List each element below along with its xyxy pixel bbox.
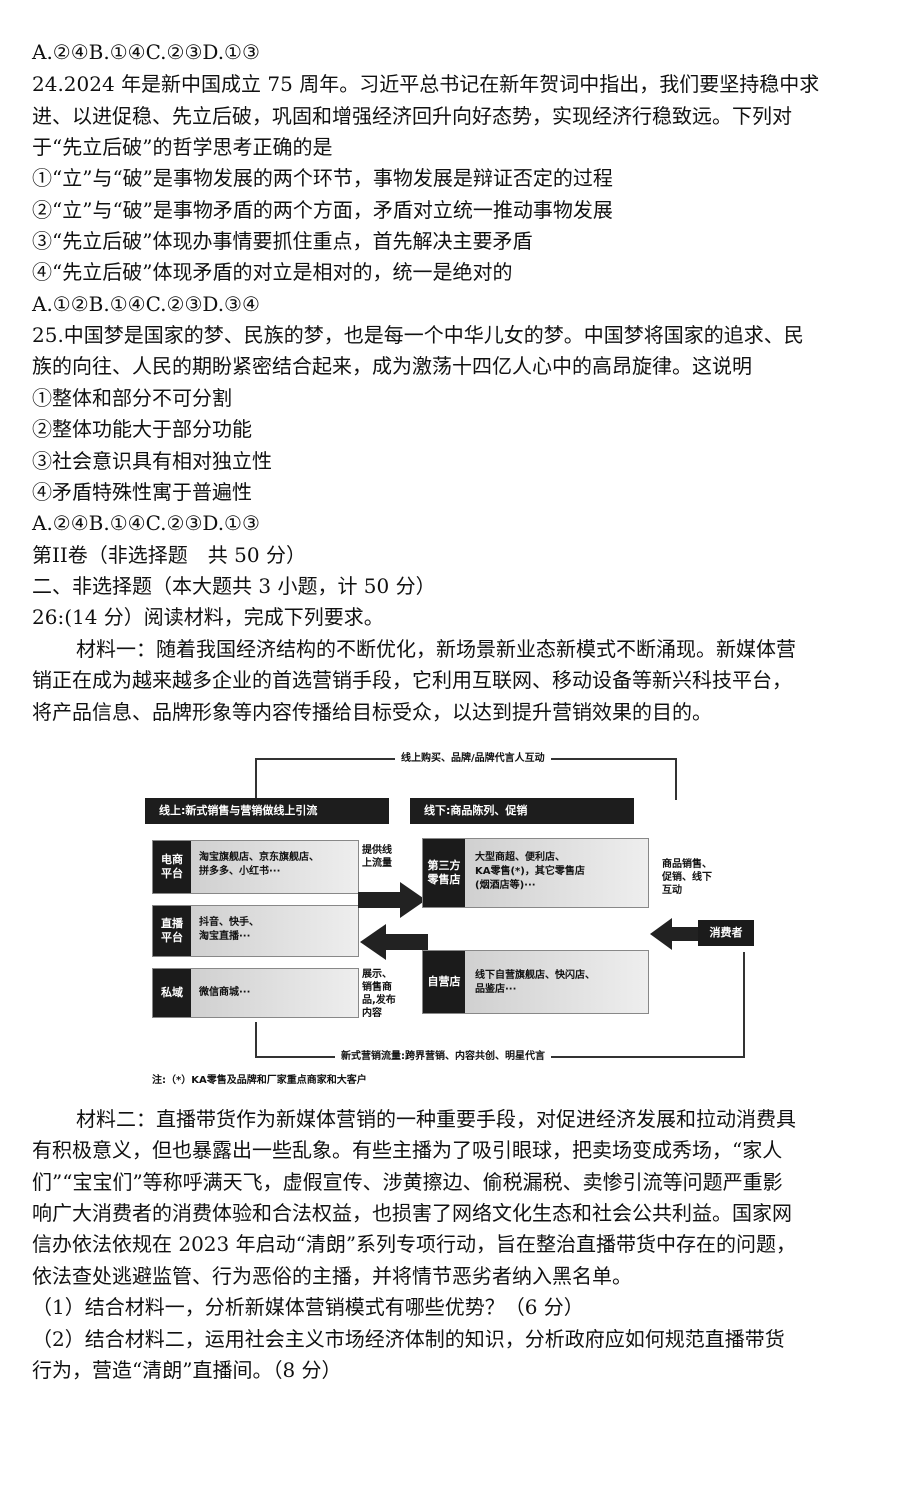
left-arrow-icon — [360, 924, 428, 960]
ecommerce-platform-text: 淘宝旗舰店、京东旗舰店、 拼多多、小红书··· — [199, 852, 319, 877]
question-24-option: ①“立”与“破”是事物发展的两个环节，事物发展是辩证否定的过程 — [32, 166, 613, 190]
question-24-text: 于“先立后破”的哲学思考正确的是 — [32, 135, 333, 159]
private-domain-label: 私域 — [153, 969, 191, 1017]
question-25-option: ①整体和部分不可分割 — [32, 386, 232, 410]
answer-options-25: A.②④B.①④C.②③D.①③ — [32, 511, 260, 535]
sales-promo-label: 商品销售、 促销、线下 互动 — [662, 859, 712, 896]
consumer-arrow-icon — [650, 918, 708, 950]
answer-options-24: A.①②B.①④C.②③D.③④ — [32, 292, 260, 316]
traffic-label: 提供线 上流量 — [362, 845, 392, 869]
material-2-text: 响广大消费者的消费体验和合法权益，也损害了网络文化生态和社会公共利益。国家网 — [32, 1201, 792, 1225]
ecommerce-platform-label: 电商 平台 — [153, 841, 191, 893]
material-1-text: 材料一：随着我国经济结构的不断优化，新场景新业态新模式不断涌现。新媒体营 — [76, 637, 796, 661]
material-1-text: 销正在成为越来越多企业的首选营销手段，它利用互联网、移动设备等新兴科技平台， — [32, 668, 792, 692]
question-24-option: ③“先立后破”体现办事情要抓住重点，首先解决主要矛盾 — [32, 229, 533, 253]
top-loop-label: 线上购买、品牌/品牌代言人互动 — [395, 752, 551, 765]
question-25-text: 族的向往、人民的期盼紧密结合起来，成为激荡十四亿人心中的高昂旋律。这说明 — [32, 354, 752, 378]
material-2-text: 有积极意义，但也暴露出一些乱象。有些主播为了吸引眼球，把卖场变成秀场，“家人 — [32, 1138, 783, 1162]
self-operated-store-label: 自营店 — [423, 951, 465, 1013]
consumer-label: 消费者 — [698, 920, 754, 946]
section-heading: 二、非选择题（本大题共 3 小题，计 50 分） — [32, 574, 436, 598]
answer-options-23: A.②④B.①④C.②③D.①③ — [32, 40, 260, 64]
question-24-text: 进、以进促稳、先立后破，巩固和增强经济回升向好态势，实现经济行稳致远。下列对 — [32, 104, 792, 128]
material-2-text: 依法查处逃避监管、行为恶俗的主播，并将情节恶劣者纳入黑名单。 — [32, 1264, 632, 1288]
self-operated-store-box: 自营店 线下自营旗舰店、快闪店、 品鉴店··· — [422, 950, 649, 1014]
question-24-option: ②“立”与“破”是事物矛盾的两个方面，矛盾对立统一推动事物发展 — [32, 198, 613, 222]
diagram-note: 注:（*）KA零售及品牌和厂家重点商家和大客户 — [152, 1075, 367, 1086]
question-26-heading: 26:(14 分）阅读材料，完成下列要求。 — [32, 605, 384, 629]
private-domain-box: 私域 微信商城··· — [152, 968, 359, 1018]
offline-header: 线下:商品陈列、促销 — [410, 798, 634, 824]
bottom-loop-line — [255, 1022, 257, 1058]
material-2-text: 们”“宝宝们”等称呼满天飞，虚假宣传、涉黄擦边、偷税漏税、卖惨引流等问题严重影 — [32, 1170, 783, 1194]
third-party-retail-box: 第三方 零售店 大型商超、便利店、 KA零售(*)，其它零售店 (烟酒店等)··… — [422, 838, 649, 908]
top-loop-line — [255, 758, 257, 800]
top-loop-line — [675, 758, 677, 800]
bottom-loop-line — [743, 952, 745, 1058]
question-24-option: ④“先立后破”体现矛盾的对立是相对的，统一是绝对的 — [32, 260, 513, 284]
livestream-platform-label: 直播 平台 — [153, 906, 191, 956]
question-25-text: 25.中国梦是国家的梦、民族的梦，也是每一个中华儿女的梦。中国梦将国家的追求、民 — [32, 323, 804, 347]
marketing-flow-diagram: 线上购买、品牌/品牌代言人互动 线上:新式销售与营销做线上引流 线下:商品陈列、… — [140, 740, 760, 1090]
right-arrow-icon — [358, 882, 426, 918]
sub-question-2: （2）结合材料二，运用社会主义市场经济体制的知识，分析政府应如何规范直播带货 — [32, 1327, 785, 1351]
livestream-platform-box: 直播 平台 抖音、快手、 淘宝直播··· — [152, 905, 359, 957]
third-party-retail-label: 第三方 零售店 — [423, 839, 465, 907]
livestream-platform-text: 抖音、快手、 淘宝直播··· — [199, 917, 259, 942]
material-2-text: 信办依法依规在 2023 年启动“清朗”系列专项行动，旨在整治直播带货中存在的问… — [32, 1232, 797, 1256]
question-25-option: ②整体功能大于部分功能 — [32, 417, 252, 441]
material-1-text: 将产品信息、品牌形象等内容传播给目标受众，以达到提升营销效果的目的。 — [32, 700, 712, 724]
question-24-text: 24.2024 年是新中国成立 75 周年。习近平总书记在新年贺词中指出，我们要… — [32, 72, 820, 96]
sub-question-1: （1）结合材料一，分析新媒体营销模式有哪些优势？（6 分） — [32, 1295, 584, 1319]
section-heading: 第II卷（非选择题 共 50 分） — [32, 543, 306, 567]
private-domain-text: 微信商城··· — [199, 987, 251, 998]
self-operated-store-text: 线下自营旗舰店、快闪店、 品鉴店··· — [475, 970, 595, 995]
bottom-loop-label: 新式营销流量:跨界营销、内容共创、明星代言 — [335, 1050, 551, 1063]
question-25-option: ④矛盾特殊性寓于普遍性 — [32, 480, 252, 504]
ecommerce-platform-box: 电商 平台 淘宝旗舰店、京东旗舰店、 拼多多、小红书··· — [152, 840, 359, 894]
question-25-option: ③社会意识具有相对独立性 — [32, 449, 272, 473]
display-sell-label: 展示、 销售商 品,发布 内容 — [362, 969, 396, 1019]
sub-question-2: 行为，营造“清朗”直播间。（8 分） — [32, 1358, 342, 1382]
third-party-retail-text: 大型商超、便利店、 KA零售(*)，其它零售店 (烟酒店等)··· — [475, 852, 585, 891]
material-2-text: 材料二：直播带货作为新媒体营销的一种重要手段，对促进经济发展和拉动消费具 — [76, 1107, 796, 1131]
online-header: 线上:新式销售与营销做线上引流 — [145, 798, 389, 824]
